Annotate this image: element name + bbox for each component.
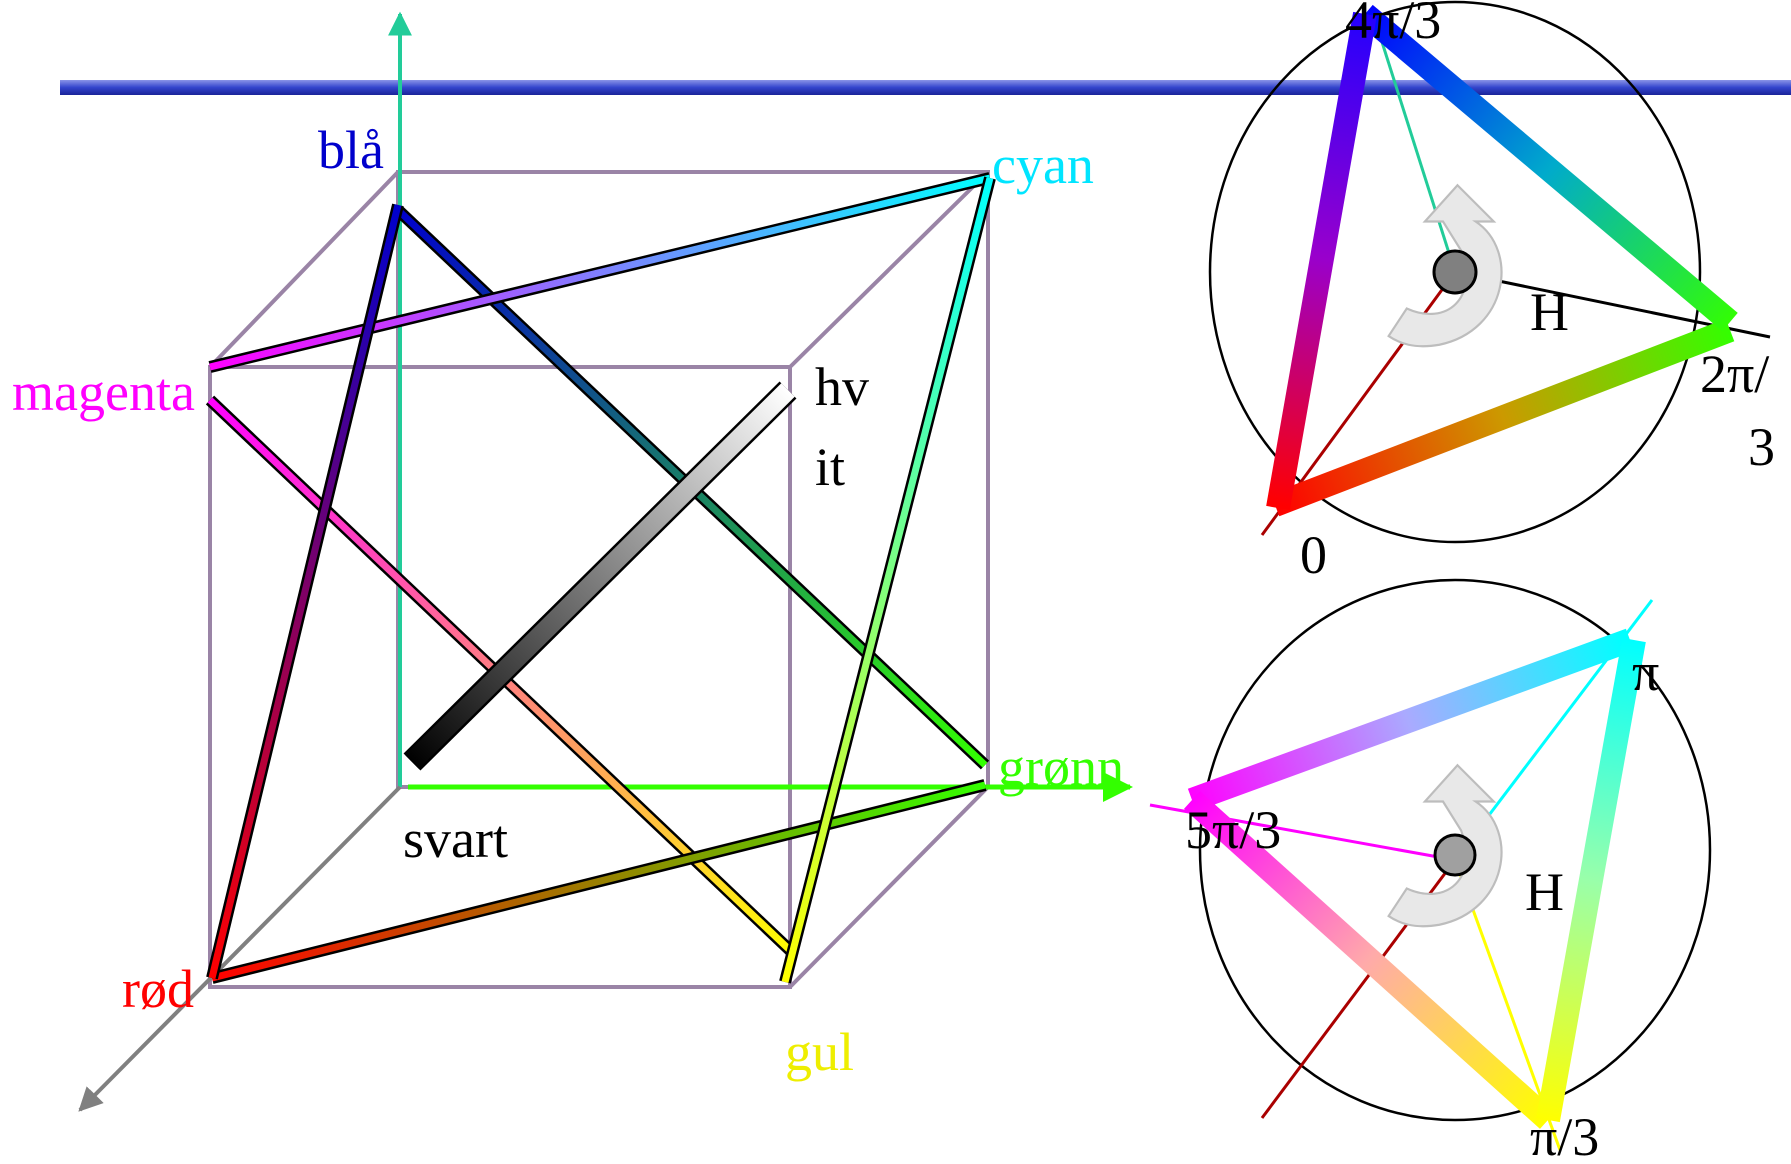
label-black: svart — [403, 809, 508, 869]
hue-bottom-angle-left: 5π/3 — [1185, 800, 1281, 860]
hue-bottom-angle-right: π — [1632, 642, 1659, 702]
gray-diagonal — [405, 383, 795, 769]
axis-red — [78, 785, 402, 1112]
hue-top-symbol: H — [1530, 282, 1569, 342]
side-yellow-cyan-bottom — [1536, 637, 1646, 1123]
side-magenta-yellow-bottom — [1183, 791, 1557, 1129]
label-white-line2: it — [815, 437, 845, 497]
label-blue: blå — [318, 120, 384, 180]
side-red-green-top — [1270, 318, 1735, 517]
cube-edge — [788, 785, 990, 989]
side-green-blue-top — [1357, 4, 1738, 332]
hue-diagram-bottom — [1149, 578, 1712, 1151]
hue-top-angle-right-line1: 2π/ — [1700, 344, 1769, 404]
hue-bottom-angle-bottom: π/3 — [1530, 1107, 1599, 1164]
cube-edge — [788, 170, 990, 369]
center-node-top — [1432, 249, 1478, 295]
hue-circle-top — [1208, 0, 1702, 544]
cube-front-face — [208, 365, 792, 989]
edge-red-blue-fill — [208, 204, 402, 979]
side-blue-red-top — [1266, 11, 1377, 511]
label-magenta: magenta — [12, 362, 195, 422]
label-cyan: cyan — [992, 135, 1094, 195]
cube-edge — [208, 170, 400, 369]
hue-top-angle-right-line2: 3 — [1748, 417, 1775, 477]
radius-blue-top — [1373, 19, 1457, 273]
edge-magenta-cyan-fill — [209, 174, 991, 371]
hue-diagram-top — [1208, 0, 1771, 544]
label-green: grønn — [998, 737, 1124, 797]
hue-top-angle-bottom: 0 — [1300, 525, 1327, 585]
hue-bottom-symbol: H — [1525, 862, 1564, 922]
hue-circle-bottom — [1198, 578, 1712, 1122]
label-yellow: gul — [785, 1022, 854, 1082]
rgb-cube — [78, 11, 1133, 1112]
hue-top-angle-top: 4π/3 — [1345, 0, 1441, 50]
label-white-line1: hv — [815, 357, 869, 417]
title-bar — [60, 80, 1791, 95]
label-red: rød — [122, 959, 194, 1019]
edge-red-green-fill — [211, 781, 986, 982]
center-node-bottom — [1433, 833, 1477, 877]
side-cyan-magenta-bottom — [1187, 628, 1635, 812]
edge-yellow-cyan-fill — [781, 177, 994, 983]
